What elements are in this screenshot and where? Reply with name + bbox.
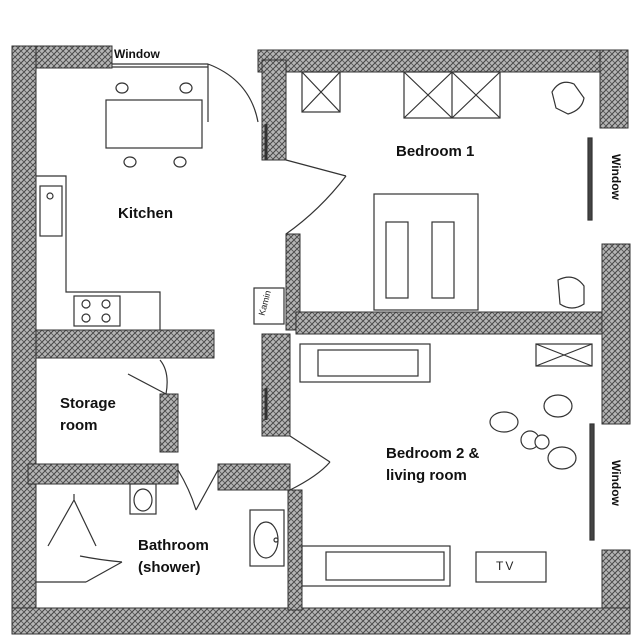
bedroom2-label-line2: living room bbox=[386, 467, 467, 484]
storage-label-line2: room bbox=[60, 417, 98, 434]
wall-right-upper bbox=[599, 49, 629, 129]
fireplace bbox=[253, 287, 285, 325]
shower-cone bbox=[47, 494, 97, 547]
bedroom1-furniture bbox=[301, 71, 585, 311]
armchair bbox=[557, 276, 585, 309]
window-right-lower-frame bbox=[589, 423, 595, 541]
door-kitchen-entry bbox=[207, 63, 259, 123]
sink-drain bbox=[46, 192, 54, 200]
chair bbox=[179, 82, 193, 94]
wall-storage-bathroom bbox=[27, 463, 179, 485]
bedroom2-furniture bbox=[299, 343, 593, 587]
wall-bedroom1-bedroom2 bbox=[295, 311, 603, 335]
kitchen-counter bbox=[36, 175, 161, 330]
stove-burner bbox=[101, 313, 111, 323]
window-right-upper-frame bbox=[587, 137, 593, 221]
window-top-label: Window bbox=[114, 47, 160, 61]
wall-right-middle bbox=[601, 243, 631, 425]
toilet-bowl bbox=[133, 488, 153, 512]
chair bbox=[123, 156, 137, 168]
bathroom-label-line1: Bathroom bbox=[138, 537, 209, 554]
sofa-seat bbox=[317, 349, 419, 377]
wall-kitchen-bedroom-lower bbox=[285, 233, 301, 331]
bedroom1-label: Bedroom 1 bbox=[396, 143, 475, 160]
stove-burner bbox=[81, 299, 91, 309]
doors bbox=[79, 63, 347, 583]
stove-burner bbox=[81, 313, 91, 323]
door-bathroom-inner bbox=[79, 555, 123, 583]
chair bbox=[115, 82, 129, 94]
washbasin-drain bbox=[273, 537, 279, 543]
kitchen-label: Kitchen bbox=[118, 205, 174, 222]
tv-label: TV bbox=[496, 559, 516, 573]
wall-top-right bbox=[257, 49, 629, 73]
window-right-lower-label: Window bbox=[609, 460, 623, 506]
lounge-chair bbox=[489, 411, 519, 433]
bathroom-fixtures bbox=[36, 483, 285, 583]
wall-hall-bedroom2 bbox=[261, 333, 291, 437]
walls bbox=[11, 45, 631, 635]
dining-table bbox=[105, 99, 203, 149]
bed-inner bbox=[325, 551, 445, 581]
window-right-upper-label: Window bbox=[609, 154, 623, 200]
kitchen-sink bbox=[39, 185, 63, 237]
stove-burner bbox=[101, 299, 111, 309]
wall-storage-right bbox=[159, 393, 179, 453]
wardrobe-left-x bbox=[301, 71, 341, 113]
pillow bbox=[385, 221, 409, 299]
door-bedroom1 bbox=[285, 159, 347, 235]
tv-stand bbox=[475, 551, 547, 583]
bedroom2-label-line1: Bedroom 2 & bbox=[386, 445, 480, 462]
door-bedroom2 bbox=[289, 435, 331, 491]
windows bbox=[112, 63, 595, 541]
cabinet-x bbox=[535, 343, 593, 367]
pillow bbox=[431, 221, 455, 299]
kitchen-stove bbox=[73, 295, 121, 327]
wall-left bbox=[11, 45, 37, 633]
wall-bathroom-bedroom2 bbox=[287, 489, 303, 611]
door-bathroom bbox=[177, 469, 219, 511]
armchair bbox=[551, 81, 585, 115]
coffee-table bbox=[534, 434, 550, 450]
wall-bottom bbox=[11, 607, 631, 635]
kitchen-furniture bbox=[36, 82, 285, 330]
wall-bathroom-top-right bbox=[217, 463, 291, 491]
lounge-chair bbox=[547, 446, 577, 470]
wall-kitchen-storage bbox=[35, 329, 215, 359]
door-storage bbox=[127, 359, 168, 395]
wardrobe-right-x bbox=[403, 71, 501, 119]
lounge-chair bbox=[543, 394, 573, 418]
storage-label-line1: Storage bbox=[60, 395, 116, 412]
chair bbox=[173, 156, 187, 168]
bathroom-label-line2: (shower) bbox=[138, 559, 201, 576]
